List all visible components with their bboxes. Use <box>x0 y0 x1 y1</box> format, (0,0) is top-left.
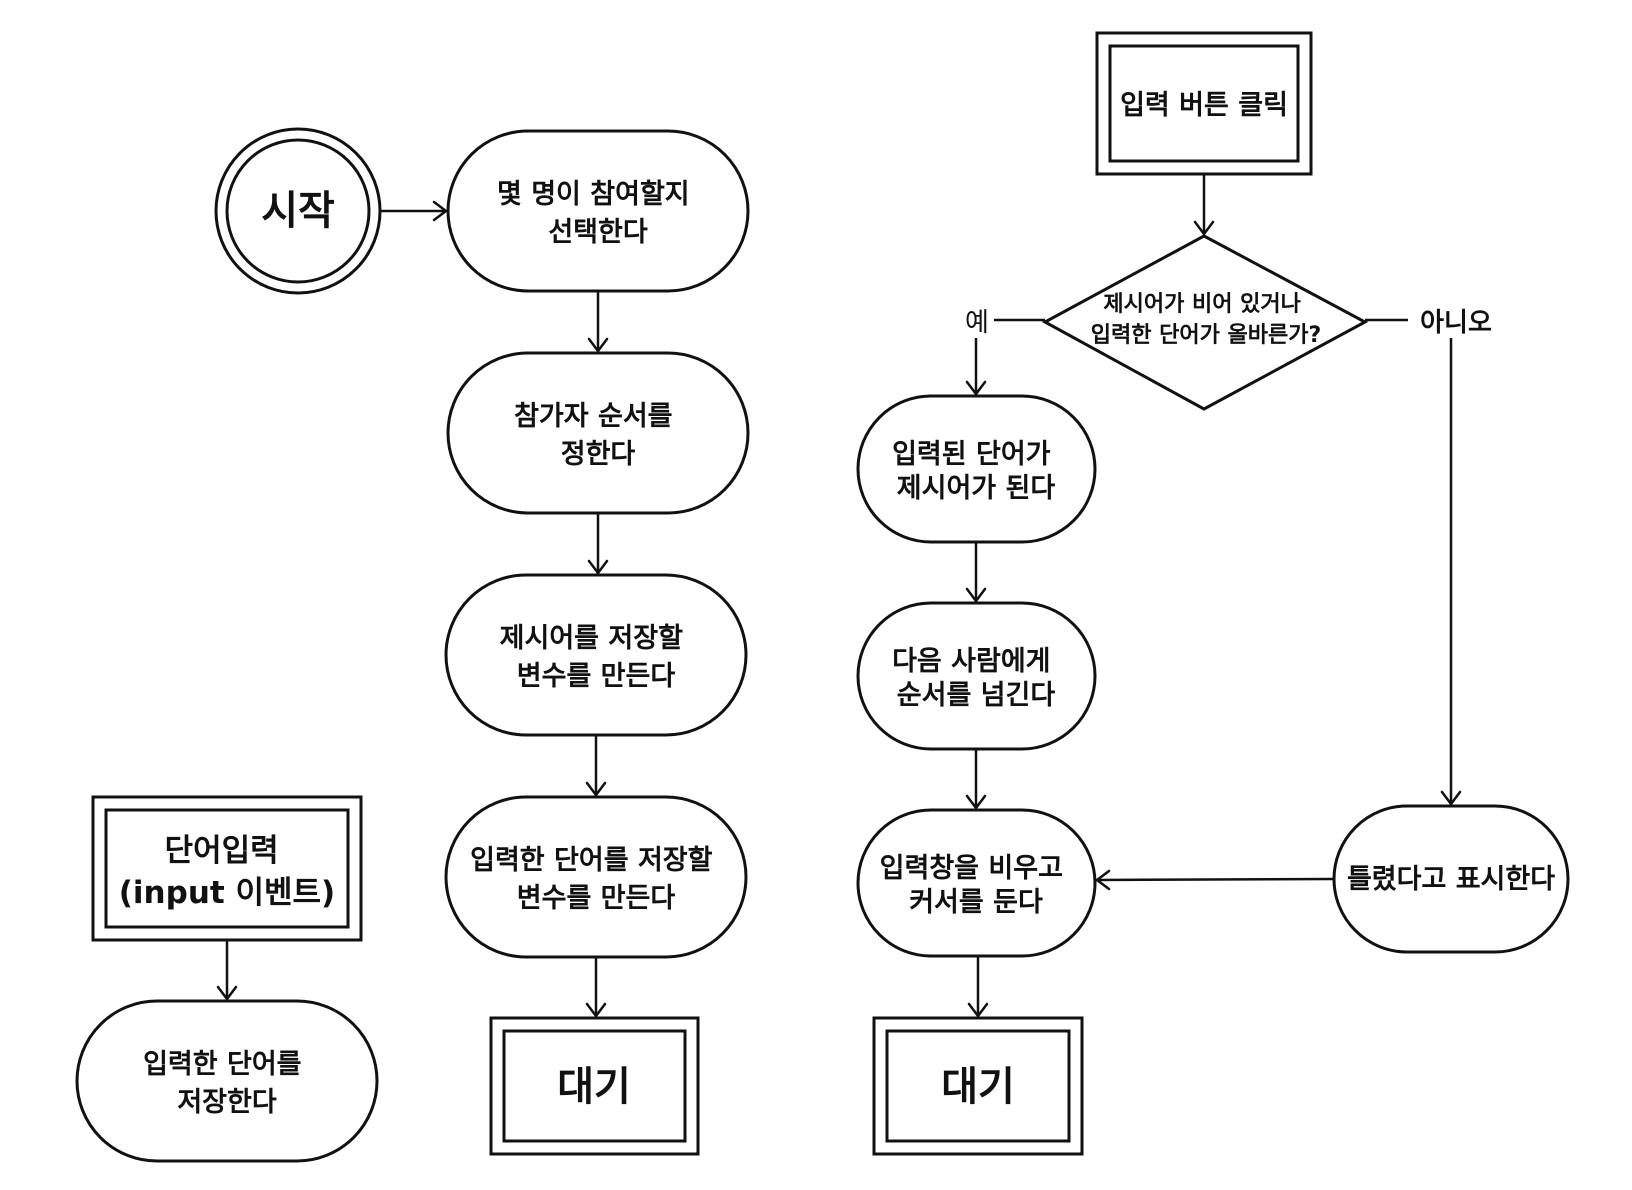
click-event-node: 입력 버튼 클릭 <box>1095 31 1313 176</box>
svg-text:입력한 단어를 저장할 변수를 만든다: 입력한 단어를 저장할 변수를 만든다 <box>470 845 722 914</box>
save-input-node: 입력한 단어를 저장한다 <box>75 999 379 1163</box>
arrow-start-to-select <box>381 200 448 222</box>
set-order-line-2: 정한다 <box>561 439 636 470</box>
wait-left-node: 대기 <box>489 1016 700 1156</box>
arrow-order-to-prompt-var <box>587 513 609 575</box>
click-event-label: 입력 버튼 클릭 <box>1120 90 1288 121</box>
wait-right-node: 대기 <box>872 1016 1084 1156</box>
show-wrong-node: 틀렸다고 표시한다 <box>1332 804 1570 954</box>
svg-text:참가자 순서를 정한다: 참가자 순서를 정한다 <box>514 401 682 470</box>
start-node: 시작 <box>214 127 382 295</box>
input-event-line-1: 단어입력 <box>165 833 279 869</box>
arrow-prompt-var-to-input-var <box>585 735 607 797</box>
make-prompt-var-line-1: 제시어를 저장할 <box>500 623 683 654</box>
wait-right-label: 대기 <box>941 1064 1015 1110</box>
become-prompt-line-1: 입력된 단어가 <box>892 439 1051 470</box>
input-event-line-2: (input 이벤트) <box>119 875 335 911</box>
arrow-click-to-decision <box>1193 174 1215 236</box>
no-label: 아니오 <box>1420 308 1492 338</box>
select-players-node: 몇 명이 참여할지 선택한다 <box>446 129 750 293</box>
clear-input-node: 입력창을 비우고 커서를 둔다 <box>856 808 1097 958</box>
arrow-input-event-to-save <box>216 940 238 1001</box>
make-input-var-line-2: 변수를 만든다 <box>517 883 676 914</box>
make-prompt-var-line-2: 변수를 만든다 <box>517 661 676 692</box>
arrow-clear-to-wait <box>967 956 989 1018</box>
yes-label: 예 <box>965 308 989 338</box>
start-label: 시작 <box>261 188 335 234</box>
select-players-line-1: 몇 명이 참여할지 <box>497 179 690 210</box>
make-prompt-var-node: 제시어를 저장할 변수를 만든다 <box>444 573 748 737</box>
arrow-next-to-clear <box>965 749 987 810</box>
svg-text:몇 명이 참여할지 선택한다: 몇 명이 참여할지 선택한다 <box>497 179 699 248</box>
next-turn-line-2: 순서를 넘긴다 <box>897 680 1056 711</box>
make-input-var-line-1: 입력한 단어를 저장할 <box>470 845 713 876</box>
arrow-input-var-to-wait <box>585 957 607 1018</box>
make-input-var-node: 입력한 단어를 저장할 변수를 만든다 <box>444 795 748 959</box>
svg-text:단어입력 (input 이벤트): 단어입력 (input 이벤트) <box>119 833 335 911</box>
set-order-line-1: 참가자 순서를 <box>514 401 672 432</box>
decision-line-1: 제시어가 비어 있거나 <box>1103 292 1300 317</box>
svg-text:다음 사람에게 순서를 넘긴다: 다음 사람에게 순서를 넘긴다 <box>892 646 1060 711</box>
save-input-line-1: 입력한 단어를 <box>143 1049 301 1080</box>
decision-line-2: 입력한 단어가 올바른가? <box>1091 323 1321 348</box>
arrow-decision-no <box>1365 318 1462 806</box>
svg-text:입력창을 비우고 커서를 둔다: 입력창을 비우고 커서를 둔다 <box>880 853 1073 918</box>
wait-left-label: 대기 <box>557 1064 631 1110</box>
clear-input-line-2: 커서를 둔다 <box>909 887 1043 918</box>
set-order-node: 참가자 순서를 정한다 <box>446 351 750 515</box>
arrow-decision-yes <box>965 318 1045 396</box>
next-turn-node: 다음 사람에게 순서를 넘긴다 <box>856 601 1097 751</box>
svg-text:제시어를 저장할 변수를 만든다: 제시어를 저장할 변수를 만든다 <box>500 623 693 692</box>
svg-text:입력된 단어가 제시어가 된다: 입력된 단어가 제시어가 된다 <box>892 439 1060 504</box>
become-prompt-node: 입력된 단어가 제시어가 된다 <box>856 394 1097 544</box>
arrow-select-to-order <box>587 291 609 353</box>
arrow-wrong-to-clear <box>1095 869 1335 891</box>
svg-text:제시어가 비어 있거나 입력한 단어가 올바른가: 제시어가 비어 있거나 입력한 단어가 올바른가? <box>1091 292 1321 348</box>
save-input-line-2: 저장한다 <box>177 1087 277 1118</box>
next-turn-line-1: 다음 사람에게 <box>892 646 1050 677</box>
connectors <box>216 174 1462 1018</box>
become-prompt-line-2: 제시어가 된다 <box>897 473 1056 504</box>
arrow-become-to-next <box>965 542 987 603</box>
show-wrong-label: 틀렸다고 표시한다 <box>1347 864 1555 895</box>
clear-input-line-1: 입력창을 비우고 <box>880 853 1063 884</box>
decision-node: 제시어가 비어 있거나 입력한 단어가 올바른가? <box>1041 234 1369 411</box>
input-event-node: 단어입력 (input 이벤트) <box>91 795 363 942</box>
svg-text:입력한 단어를 저장한다: 입력한 단어를 저장한다 <box>143 1049 311 1118</box>
select-players-line-2: 선택한다 <box>548 217 648 248</box>
